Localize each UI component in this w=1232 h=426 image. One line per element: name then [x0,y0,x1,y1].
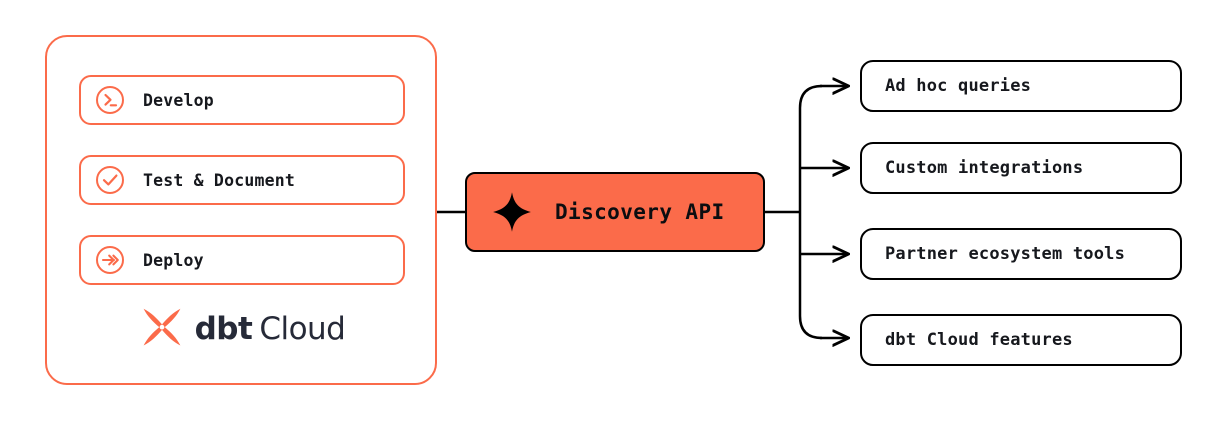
stage-label-develop: Develop [143,90,214,110]
check-circle-icon [96,166,124,194]
consumer-box-ad-hoc-queries[interactable]: Ad hoc queries [860,60,1182,112]
terminal-prompt-icon [96,86,124,114]
dbt-wordmark-secondary: Cloud [259,310,346,347]
consumer-box-partner-ecosystem-tools[interactable]: Partner ecosystem tools [860,228,1182,280]
consumer-label-custom-integrations: Custom integrations [885,158,1084,178]
double-chevron-arrow-icon [96,246,124,274]
consumer-label-dbt-cloud-features: dbt Cloud features [885,330,1073,350]
discovery-api-label: Discovery API [555,200,725,224]
dbt-cloud-panel: Develop Test & Document Deploy [45,35,437,385]
stage-item-develop[interactable]: Develop [79,75,405,125]
discovery-api-node[interactable]: Discovery API [465,172,765,252]
edge-trunk [798,84,823,340]
stage-label-deploy: Deploy [143,250,204,270]
consumer-label-partner-ecosystem-tools: Partner ecosystem tools [885,244,1126,264]
dbt-wordmark-primary: dbt [194,310,253,347]
consumer-label-ad-hoc-queries: Ad hoc queries [885,76,1032,96]
stage-item-deploy[interactable]: Deploy [79,235,405,285]
dbt-x-mark-icon [143,308,181,346]
sparkle-star-icon [493,192,531,232]
consumer-box-custom-integrations[interactable]: Custom integrations [860,142,1182,194]
stage-label-test-and-document: Test & Document [143,170,296,190]
stage-item-test-and-document[interactable]: Test & Document [79,155,405,205]
consumer-box-dbt-cloud-features[interactable]: dbt Cloud features [860,314,1182,366]
